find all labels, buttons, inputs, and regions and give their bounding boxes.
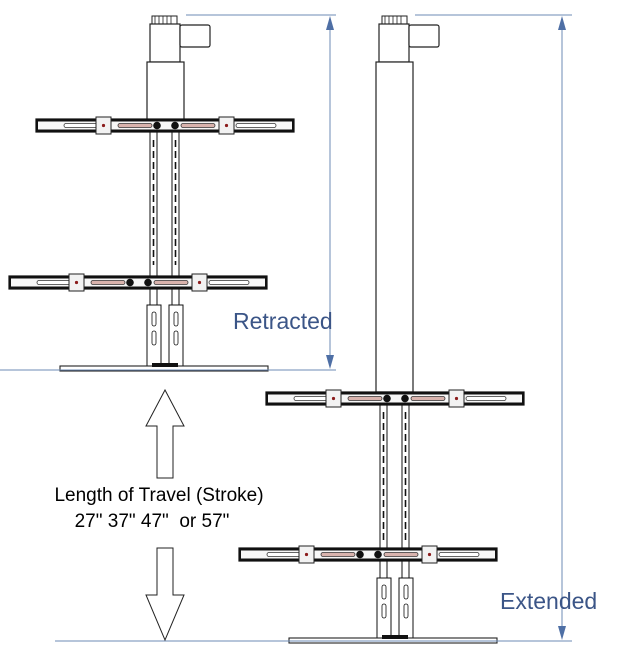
extended-motor-cap xyxy=(381,15,408,25)
extended-column xyxy=(375,61,414,393)
retracted-upper-bar xyxy=(35,116,295,135)
extended-motor-box xyxy=(408,24,440,48)
retracted-dimension xyxy=(0,14,336,371)
extended-arrow-up-icon xyxy=(558,16,566,30)
stroke-values: 27" 37" 47" or 57" xyxy=(75,511,230,532)
retracted-motor-body xyxy=(149,23,181,63)
extended-motor-body xyxy=(378,23,410,63)
extended-label: Extended xyxy=(500,588,597,614)
retracted-lower-bar xyxy=(8,273,268,292)
retracted-motor-cap xyxy=(151,15,178,25)
extended-arrow-down-icon xyxy=(558,626,566,640)
stroke-down-arrow-icon xyxy=(145,547,185,642)
retracted-arrow-up-icon xyxy=(326,16,334,30)
extended-lower-bar xyxy=(238,545,498,564)
extended-unit xyxy=(238,15,525,644)
stroke-up-arrow-icon xyxy=(145,388,185,479)
extended-dimension xyxy=(55,14,572,642)
extended-upper-bar xyxy=(265,389,525,408)
retracted-motor-box xyxy=(179,24,211,48)
retracted-column xyxy=(146,61,185,121)
stroke-title: Length of Travel (Stroke) xyxy=(54,485,263,506)
retracted-unit xyxy=(8,15,295,372)
retracted-arrow-down-icon xyxy=(326,355,334,369)
retracted-label: Retracted xyxy=(233,308,333,334)
